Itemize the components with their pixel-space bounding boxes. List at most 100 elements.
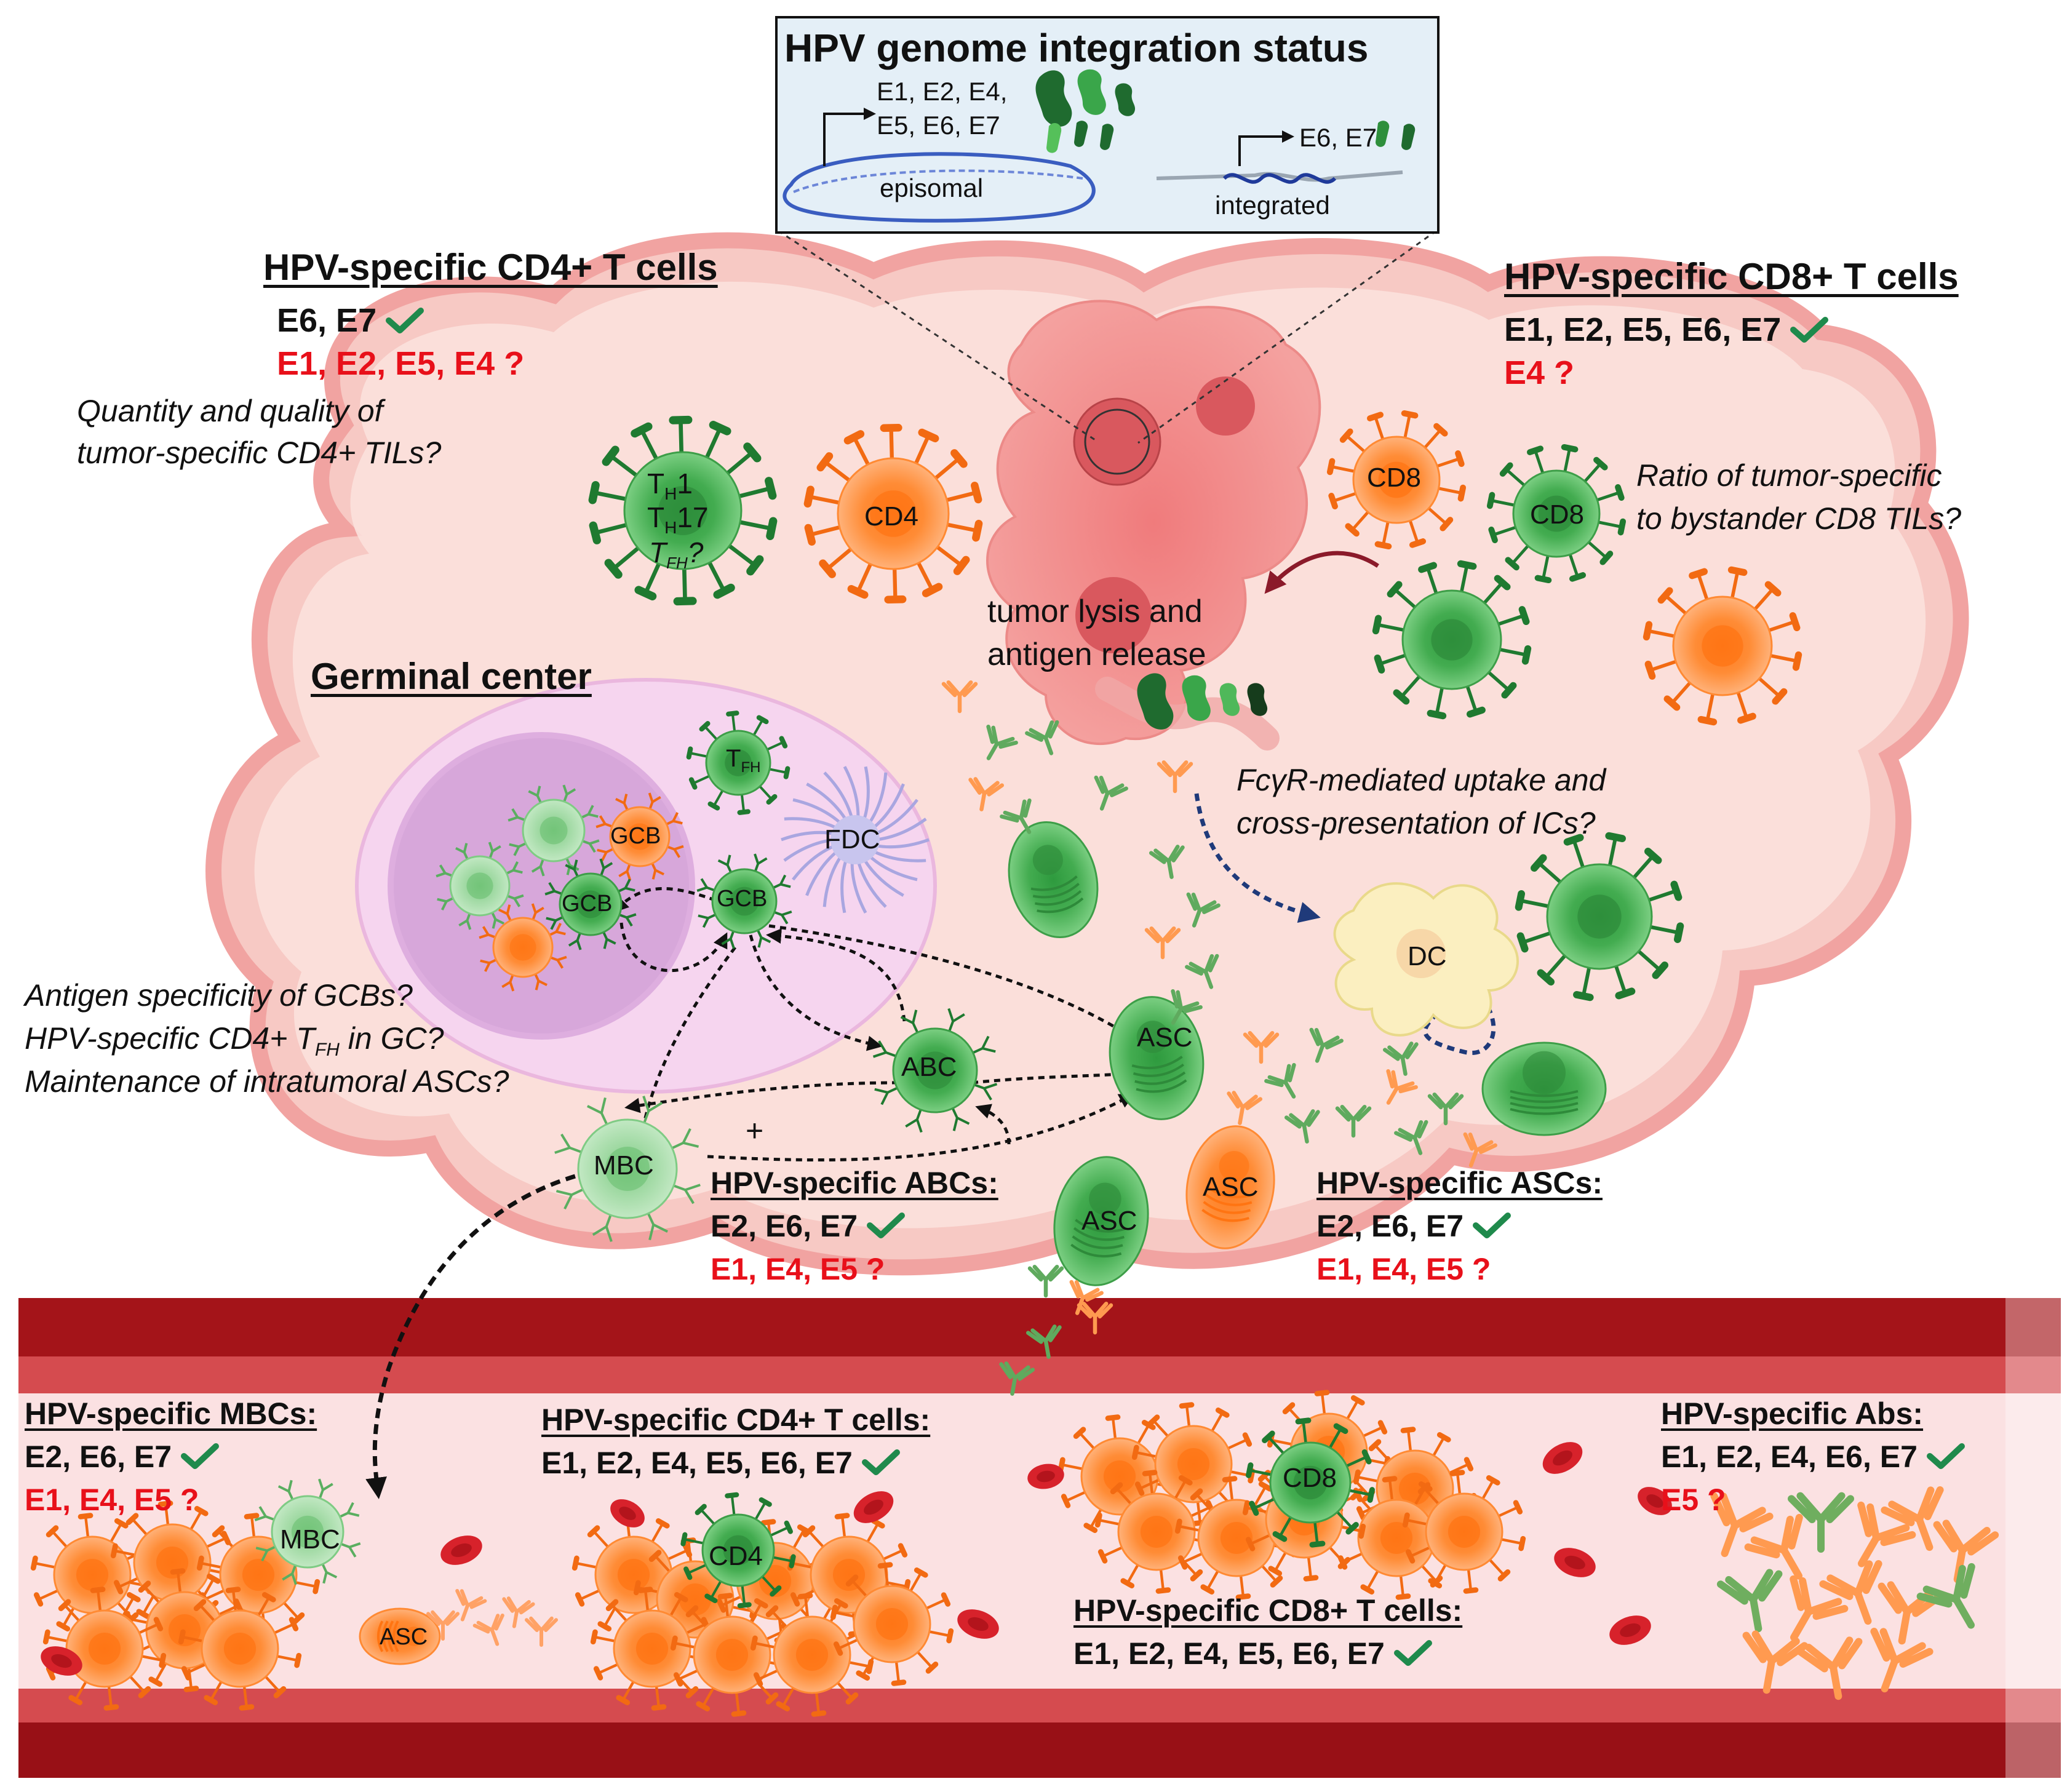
tfh-label: TFH? — [649, 536, 704, 573]
t-cell-icon — [830, 1562, 954, 1686]
zoom-connectors — [778, 229, 1437, 444]
blood-mbc-confirmed: E2, E6, E7 — [25, 1440, 220, 1475]
blood-cd8-cell-label: CD8 — [1283, 1463, 1337, 1493]
gc-heading: Germinal center — [311, 656, 592, 697]
antibody-icon — [968, 777, 1005, 811]
antibody-icon — [1186, 892, 1221, 928]
orange-asc-label: ASC — [1203, 1172, 1259, 1202]
blood-abs-heading: HPV-specific Abs: — [1661, 1396, 1924, 1431]
t-cell-icon — [588, 415, 778, 606]
antibody-icon — [524, 1616, 559, 1647]
antibody-icon — [941, 680, 978, 714]
gcb-label-3: GCB — [717, 886, 768, 912]
t-cell-icon — [1372, 560, 1532, 720]
dendritic-cell-icon — [781, 766, 930, 914]
antibody-icon — [1916, 1563, 1975, 1629]
antibody-icon — [1382, 1041, 1419, 1076]
antibody-icon — [1933, 1519, 1999, 1583]
antibody-icon — [1185, 954, 1219, 989]
blood-cd4-confirmed: E1, E2, E4, E5, E6, E7 — [541, 1446, 901, 1481]
antibody-icon — [472, 1614, 504, 1646]
check-icon — [181, 1443, 220, 1469]
b-cell-icon — [508, 784, 600, 877]
antibody-icon — [1264, 1062, 1296, 1099]
abc-confirmed: E2, E6, E7 — [711, 1209, 906, 1244]
plasma-cell-icon — [1481, 1041, 1607, 1136]
plasma-cell-icon — [1185, 1125, 1275, 1249]
blood-abs-unknown: E5 ? — [1661, 1483, 1726, 1517]
released-antigen — [1095, 673, 1280, 751]
b-cell-icon — [595, 792, 684, 881]
tumor-cd8-confirmed: E1, E2, E5, E6, E7 — [1504, 311, 1829, 349]
lysis-text-2: antigen release — [987, 637, 1206, 672]
antibody-icon — [1463, 1132, 1497, 1168]
red-blood-cell-icon — [440, 1535, 482, 1565]
check-icon — [1926, 1443, 1965, 1469]
blood-mbc-cell-label: MBC — [280, 1524, 340, 1555]
antibody-icon — [1819, 1560, 1882, 1625]
t-cell-icon — [1246, 1417, 1375, 1548]
th17-label: TH17 — [647, 501, 709, 538]
b-cell-icon — [254, 1478, 361, 1585]
b-cell-icon — [872, 1008, 998, 1133]
antibody-icon — [1427, 1092, 1464, 1126]
integration-box — [775, 16, 1440, 234]
tumor-cells — [986, 300, 1321, 746]
tumor-cd8-green-label: CD8 — [1530, 500, 1585, 530]
fdc-label: FDC — [824, 824, 880, 854]
check-icon — [1790, 317, 1829, 343]
integration-title: HPV genome integration status — [784, 26, 1369, 70]
antibody-icon — [1744, 1513, 1803, 1580]
abc-heading: HPV-specific ABCs: — [711, 1166, 998, 1200]
tumor-cd4-confirmed: E6, E7 — [277, 301, 424, 340]
antibody-icon — [1025, 720, 1059, 755]
tumor-cd4-cell-label: CD4 — [864, 501, 919, 532]
check-icon — [1393, 1640, 1432, 1666]
antibody-icon — [1144, 926, 1181, 960]
plasma-cell-icon — [1053, 1156, 1149, 1286]
abc-unknown: E1, E4, E5 ? — [711, 1252, 885, 1286]
check-icon — [1473, 1213, 1511, 1238]
antibody-icon — [1227, 1091, 1263, 1125]
plasma-cell-icon — [1109, 996, 1205, 1120]
gc-tfh-label: TFH — [726, 745, 761, 776]
gcb-label-2: GCB — [562, 891, 613, 917]
check-icon — [861, 1449, 900, 1475]
gcb-label-1: GCB — [610, 823, 661, 849]
tumor-mbc-label: MBC — [594, 1150, 654, 1181]
asc-heading: HPV-specific ASCs: — [1316, 1166, 1603, 1200]
antibody-icon — [1881, 1486, 1944, 1551]
tumor-cd4-unknown: E1, E2, E5, E4 ? — [277, 345, 525, 382]
blood-asc-cell-label: ASC — [380, 1624, 428, 1650]
b-cell-icon — [554, 1096, 701, 1242]
antibody-icon — [1309, 1027, 1344, 1063]
dc-label: DC — [1408, 941, 1447, 971]
t-cell-icon — [178, 1587, 302, 1711]
antibody-icon — [1284, 1109, 1320, 1144]
t-cell-icon — [1402, 1470, 1526, 1594]
antibody-icon — [1243, 1030, 1280, 1064]
tumor-cd8-question-2: to bystander CD8 TILs? — [1636, 501, 1962, 536]
antibody-icon — [1171, 989, 1203, 1025]
dendritic-cell-icon — [1333, 882, 1519, 1037]
episomal-label: episomal — [880, 173, 984, 202]
antibody-icon — [1787, 1492, 1855, 1553]
antibody-icon — [1027, 1264, 1064, 1298]
plasma-cell-icon — [359, 1607, 441, 1665]
plus-sign: + — [746, 1113, 764, 1148]
blood-cd8-confirmed: E1, E2, E4, E5, E6, E7 — [1073, 1636, 1433, 1672]
antibody-icon — [1386, 1069, 1418, 1105]
antibody-icon — [1335, 1104, 1372, 1138]
blood-mbc-heading: HPV-specific MBCs: — [25, 1396, 317, 1431]
gc-question-1: Antigen specificity of GCBs? — [25, 978, 413, 1013]
asc-unknown: E1, E4, E5 ? — [1316, 1252, 1491, 1286]
antibody-icon — [1878, 1581, 1944, 1645]
th1-label: TH1 — [647, 468, 693, 504]
abc-label: ABC — [901, 1052, 957, 1082]
integrated-label: integrated — [1215, 191, 1330, 220]
check-icon — [386, 308, 424, 333]
t-cell-icon — [1486, 444, 1627, 584]
blood-mbc-unknown: E1, E4, E5 ? — [25, 1483, 199, 1517]
t-cell-icon — [1326, 410, 1467, 550]
antibody-icon — [1026, 1324, 1062, 1359]
